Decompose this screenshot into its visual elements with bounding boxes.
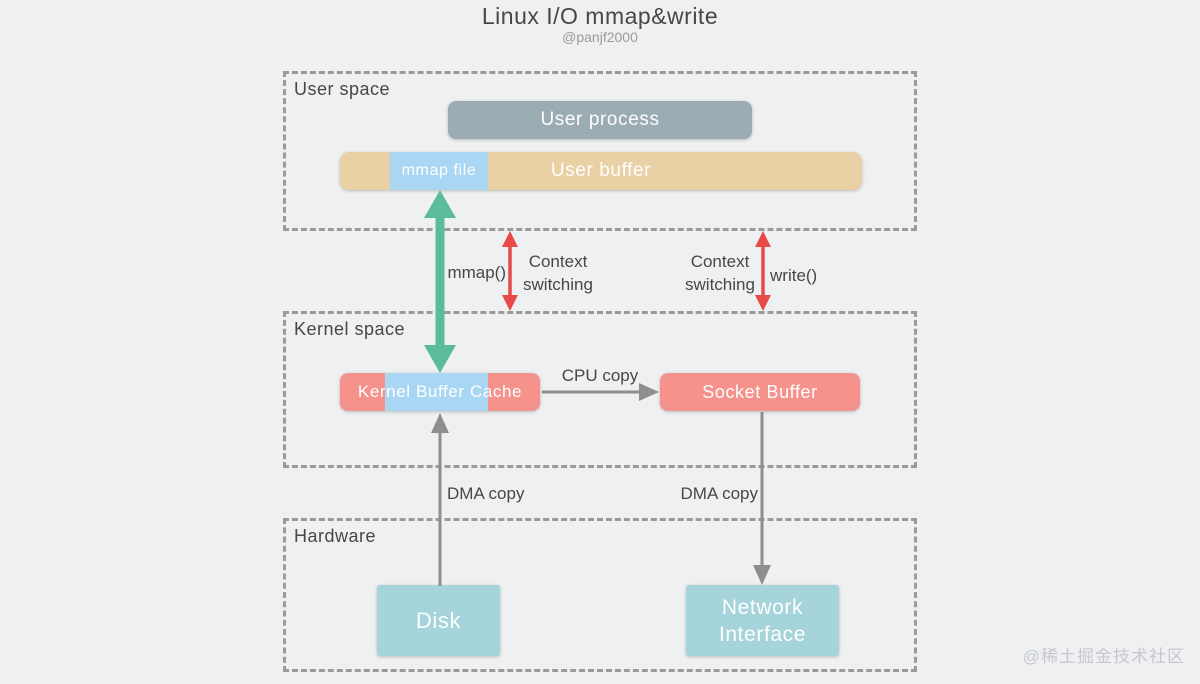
kernel-space-region: Kernel space: [283, 311, 917, 468]
user-space-label: User space: [294, 79, 391, 99]
kernel-buffer-mapped-segment: [385, 373, 488, 411]
context-switching-label-left: Context switching: [523, 252, 593, 294]
write-call-label: write(): [770, 266, 818, 285]
hardware-region: Hardware: [283, 518, 917, 672]
user-process-node: User process: [448, 101, 752, 139]
kernel-buffer-cache-label: Kernel Buffer Cache: [357, 382, 523, 401]
diagram-title: Linux I/O mmap&write: [481, 3, 719, 29]
user-buffer-node: mmap file User buffer: [340, 152, 862, 190]
mmap-call-label: mmap(): [447, 263, 506, 282]
diagram-author: @panjf2000: [562, 29, 638, 45]
dma-copy-label-right: DMA copy: [680, 484, 758, 503]
hardware-label: Hardware: [294, 526, 377, 546]
cpu-copy-label: CPU copy: [561, 366, 639, 385]
community-watermark: @稀土掘金技术社区: [1022, 647, 1185, 666]
user-space-region: User space: [283, 71, 917, 231]
user-buffer-label: User buffer: [550, 160, 652, 181]
socket-buffer-node: Socket Buffer: [660, 373, 860, 411]
kernel-buffer-cache-node: Kernel Buffer Cache: [340, 373, 540, 411]
kernel-space-label: Kernel space: [294, 319, 406, 339]
mmap-file-segment: mmap file: [390, 152, 488, 190]
network-interface-node: Network Interface: [686, 585, 839, 656]
context-switching-label-right: Context switching: [685, 252, 755, 294]
dma-copy-label-left: DMA copy: [447, 484, 525, 503]
disk-node: Disk: [377, 585, 500, 656]
